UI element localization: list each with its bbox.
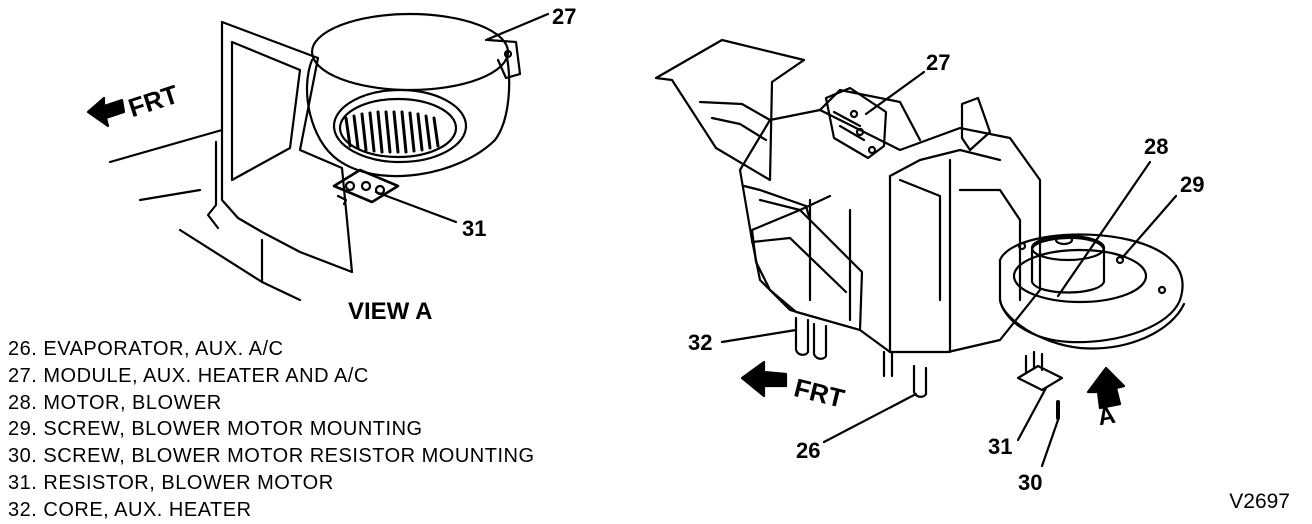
legend-num: 28.	[8, 391, 38, 414]
main-leader-26	[822, 392, 918, 444]
view-a-housing-panel	[220, 20, 354, 274]
view-a-resistor	[332, 168, 400, 204]
main-callout-29: 29	[1180, 172, 1205, 197]
main-resistor	[1016, 364, 1064, 392]
view-a-frt-arrow	[86, 96, 126, 128]
main-leader-27	[864, 70, 926, 116]
main-callout-26: 26	[796, 438, 821, 463]
view-a-leader-27	[484, 12, 550, 42]
figure-code: V2697	[1229, 490, 1290, 513]
view-a-blower-inlet	[332, 88, 468, 164]
legend-num: 26.	[8, 338, 38, 360]
main-view-a-arrow	[1086, 366, 1126, 410]
legend-text: EVAPORATOR, AUX. A/C	[43, 338, 284, 360]
view-a-bracket	[486, 38, 522, 80]
main-leader-30	[1040, 418, 1060, 468]
main-callout-31: 31	[988, 434, 1013, 459]
main-leader-32	[720, 328, 798, 344]
main-leader-28	[1056, 160, 1152, 298]
main-callout-30: 30	[1018, 470, 1043, 495]
main-view-a-marker: A	[1095, 401, 1118, 432]
legend-item: 31. RESISTOR, BLOWER MOTOR	[8, 470, 535, 497]
main-blower-motor	[1030, 236, 1106, 294]
legend-item: 30. SCREW, BLOWER MOTOR RESISTOR MOUNTIN…	[8, 443, 535, 470]
view-a-body-line	[108, 128, 224, 164]
view-a-callout-31: 31	[462, 216, 487, 241]
legend-num: 29.	[8, 418, 38, 441]
legend-num: 27.	[8, 364, 38, 387]
main-housing-top-edge	[818, 88, 922, 142]
main-duct	[654, 38, 806, 182]
view-a-body-line-2	[138, 188, 202, 202]
view-a-blower-side	[305, 50, 511, 178]
legend-text: CORE, AUX. HEATER	[43, 498, 252, 521]
main-pipe-right	[812, 322, 828, 360]
legend-item: 28. MOTOR, BLOWER	[8, 390, 535, 417]
main-pipe-left	[794, 316, 810, 356]
legend-text: MODULE, AUX. HEATER AND A/C	[43, 364, 369, 387]
main-frt-arrow	[740, 360, 788, 398]
main-callout-32: 32	[688, 330, 713, 355]
legend-item: 32. CORE, AUX. HEATER	[8, 497, 535, 524]
legend-item: 27. MODULE, AUX. HEATER AND A/C	[8, 363, 535, 390]
legend-num: 32.	[8, 498, 38, 521]
legend-text: SCREW, BLOWER MOTOR MOUNTING	[43, 418, 423, 441]
legend-item: 26. EVAPORATOR, AUX. A/C	[8, 336, 535, 363]
parts-legend: 26. EVAPORATOR, AUX. A/C 27. MODULE, AUX…	[8, 336, 535, 524]
view-a-leader-31	[374, 190, 458, 224]
main-blower-ring	[1012, 248, 1148, 304]
main-callout-27: 27	[926, 50, 951, 75]
view-a-bracket-hole	[503, 49, 513, 59]
view-a-callout-27: 27	[552, 4, 577, 29]
view-a-blower-fins	[344, 110, 440, 154]
legend-item: 29. SCREW, BLOWER MOTOR MOUNTING	[8, 416, 535, 443]
legend-text: MOTOR, BLOWER	[43, 391, 222, 414]
view-a-housing-edge	[206, 140, 220, 230]
legend-text: SCREW, BLOWER MOTOR RESISTOR MOUNTING	[43, 445, 535, 468]
legend-num: 30.	[8, 445, 38, 468]
main-module-27	[824, 86, 888, 160]
view-a-drawing	[86, 12, 550, 302]
main-leader-29	[1120, 194, 1178, 260]
legend-num: 31.	[8, 471, 38, 494]
main-view-drawing	[654, 38, 1186, 468]
view-a-blower-inlet-inner	[338, 97, 458, 159]
view-a-housing-inner	[230, 40, 302, 182]
view-a-body-line-3	[178, 228, 302, 302]
main-heater-core	[750, 208, 864, 332]
main-callout-28: 28	[1144, 134, 1169, 159]
view-a-blower-top	[310, 12, 510, 92]
main-top-bracket	[960, 96, 992, 152]
legend-text: RESISTOR, BLOWER MOTOR	[43, 471, 334, 494]
main-leader-31	[1016, 386, 1048, 442]
view-a-title: VIEW A	[348, 298, 433, 325]
